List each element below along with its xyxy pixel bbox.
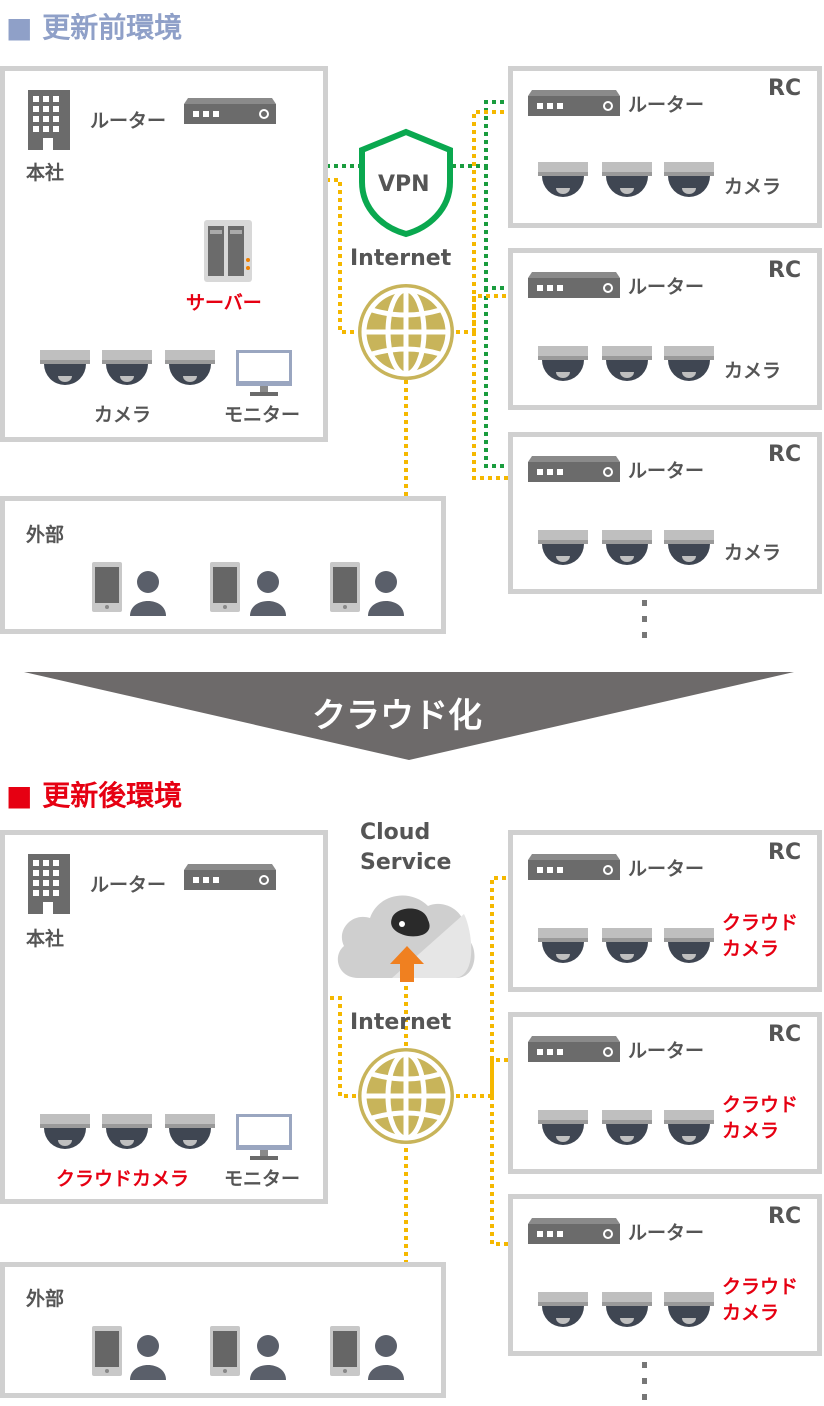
hq-label: 本社 bbox=[26, 928, 65, 950]
router-icon bbox=[528, 456, 620, 483]
upload-arrow-icon bbox=[390, 946, 424, 982]
camera-icon bbox=[102, 350, 152, 385]
smartphone-icon bbox=[210, 562, 240, 612]
rc-box-before-1 bbox=[508, 66, 822, 228]
server-icon bbox=[204, 220, 252, 282]
transition-arrow bbox=[24, 672, 794, 760]
camera-icon bbox=[664, 162, 714, 197]
cameras-label: カメラ bbox=[724, 542, 782, 564]
camera-icon bbox=[664, 346, 714, 381]
hq-label: 本社 bbox=[26, 162, 65, 184]
camera-icon bbox=[664, 1292, 714, 1327]
camera-icon bbox=[538, 162, 588, 197]
internet-label: Internet bbox=[350, 1010, 452, 1035]
camera-icon bbox=[538, 1292, 588, 1327]
router-label: ルーター bbox=[628, 1040, 705, 1062]
router-icon bbox=[528, 90, 620, 117]
vpn-label: VPN bbox=[378, 172, 430, 197]
smartphone-icon bbox=[92, 1326, 122, 1376]
person-icon bbox=[368, 571, 404, 616]
camera-icon bbox=[602, 1292, 652, 1327]
camera-icon bbox=[602, 162, 652, 197]
rc-label: RC bbox=[768, 1204, 802, 1229]
person-icon bbox=[130, 571, 166, 616]
cloud-cameras-label-line2: カメラ bbox=[722, 1120, 780, 1142]
smartphone-icon bbox=[330, 1326, 360, 1376]
camera-icon bbox=[664, 1110, 714, 1145]
camera-icon bbox=[165, 350, 215, 385]
cloud-label-line2: Service bbox=[360, 850, 452, 875]
router-label: ルーター bbox=[628, 460, 705, 482]
camera-icon bbox=[664, 530, 714, 565]
camera-icon bbox=[165, 1114, 215, 1149]
camera-icon bbox=[664, 928, 714, 963]
monitor-icon bbox=[236, 350, 292, 396]
camera-icon bbox=[602, 928, 652, 963]
building-icon bbox=[28, 854, 70, 914]
cloud-cameras-label: クラウドカメラ bbox=[56, 1168, 190, 1190]
server-label: サーバー bbox=[186, 292, 262, 314]
cloud-cameras-label-line2: カメラ bbox=[722, 938, 780, 960]
cameras-label: カメラ bbox=[724, 360, 782, 382]
camera-icon bbox=[602, 530, 652, 565]
router-icon bbox=[528, 1036, 620, 1063]
router-icon bbox=[184, 864, 276, 891]
rc-label: RC bbox=[768, 442, 802, 467]
external-label: 外部 bbox=[26, 524, 65, 546]
cloud-cameras-label-line1: クラウド bbox=[722, 912, 799, 934]
camera-icon bbox=[40, 1114, 90, 1149]
more-sites-dots bbox=[642, 600, 647, 638]
external-label: 外部 bbox=[26, 1288, 65, 1310]
person-icon bbox=[250, 571, 286, 616]
cameras-label: カメラ bbox=[94, 404, 152, 426]
camera-icon bbox=[102, 1114, 152, 1149]
router-label: ルーター bbox=[90, 110, 167, 132]
person-icon bbox=[368, 1335, 404, 1380]
cloud-cameras-label-line2: カメラ bbox=[722, 1302, 780, 1324]
router-icon bbox=[528, 272, 620, 299]
more-sites-dots bbox=[642, 1362, 647, 1400]
router-icon bbox=[184, 98, 276, 125]
smartphone-icon bbox=[330, 562, 360, 612]
building-icon bbox=[28, 90, 70, 150]
cloud-label-line1: Cloud bbox=[360, 820, 431, 845]
camera-icon bbox=[40, 350, 90, 385]
rc-label: RC bbox=[768, 76, 802, 101]
router-label: ルーター bbox=[628, 1222, 705, 1244]
router-label: ルーター bbox=[628, 858, 705, 880]
cloud-cameras-label-line1: クラウド bbox=[722, 1276, 799, 1298]
transition-label: クラウド化 bbox=[312, 696, 482, 736]
rc-label: RC bbox=[768, 1022, 802, 1047]
camera-icon bbox=[538, 530, 588, 565]
vpn-shield-icon bbox=[359, 128, 453, 238]
person-icon bbox=[250, 1335, 286, 1380]
globe-icon bbox=[354, 1044, 458, 1148]
camera-icon bbox=[602, 1110, 652, 1145]
camera-icon bbox=[602, 346, 652, 381]
cameras-label: カメラ bbox=[724, 176, 782, 198]
after-heading: ■ 更新後環境 bbox=[6, 779, 183, 812]
rc-label: RC bbox=[768, 258, 802, 283]
monitor-icon bbox=[236, 1114, 292, 1160]
router-label: ルーター bbox=[628, 276, 705, 298]
internet-label: Internet bbox=[350, 246, 452, 271]
camera-icon bbox=[538, 928, 588, 963]
router-label: ルーター bbox=[628, 94, 705, 116]
router-label: ルーター bbox=[90, 874, 167, 896]
router-icon bbox=[528, 1218, 620, 1245]
monitor-label: モニター bbox=[224, 404, 301, 426]
before-heading: ■ 更新前環境 bbox=[6, 11, 183, 44]
rc-label: RC bbox=[768, 840, 802, 865]
smartphone-icon bbox=[210, 1326, 240, 1376]
cloud-cameras-label-line1: クラウド bbox=[722, 1094, 799, 1116]
globe-icon bbox=[354, 280, 458, 384]
smartphone-icon bbox=[92, 562, 122, 612]
monitor-label: モニター bbox=[224, 1168, 301, 1190]
camera-icon bbox=[538, 346, 588, 381]
person-icon bbox=[130, 1335, 166, 1380]
router-icon bbox=[528, 854, 620, 881]
camera-icon bbox=[538, 1110, 588, 1145]
